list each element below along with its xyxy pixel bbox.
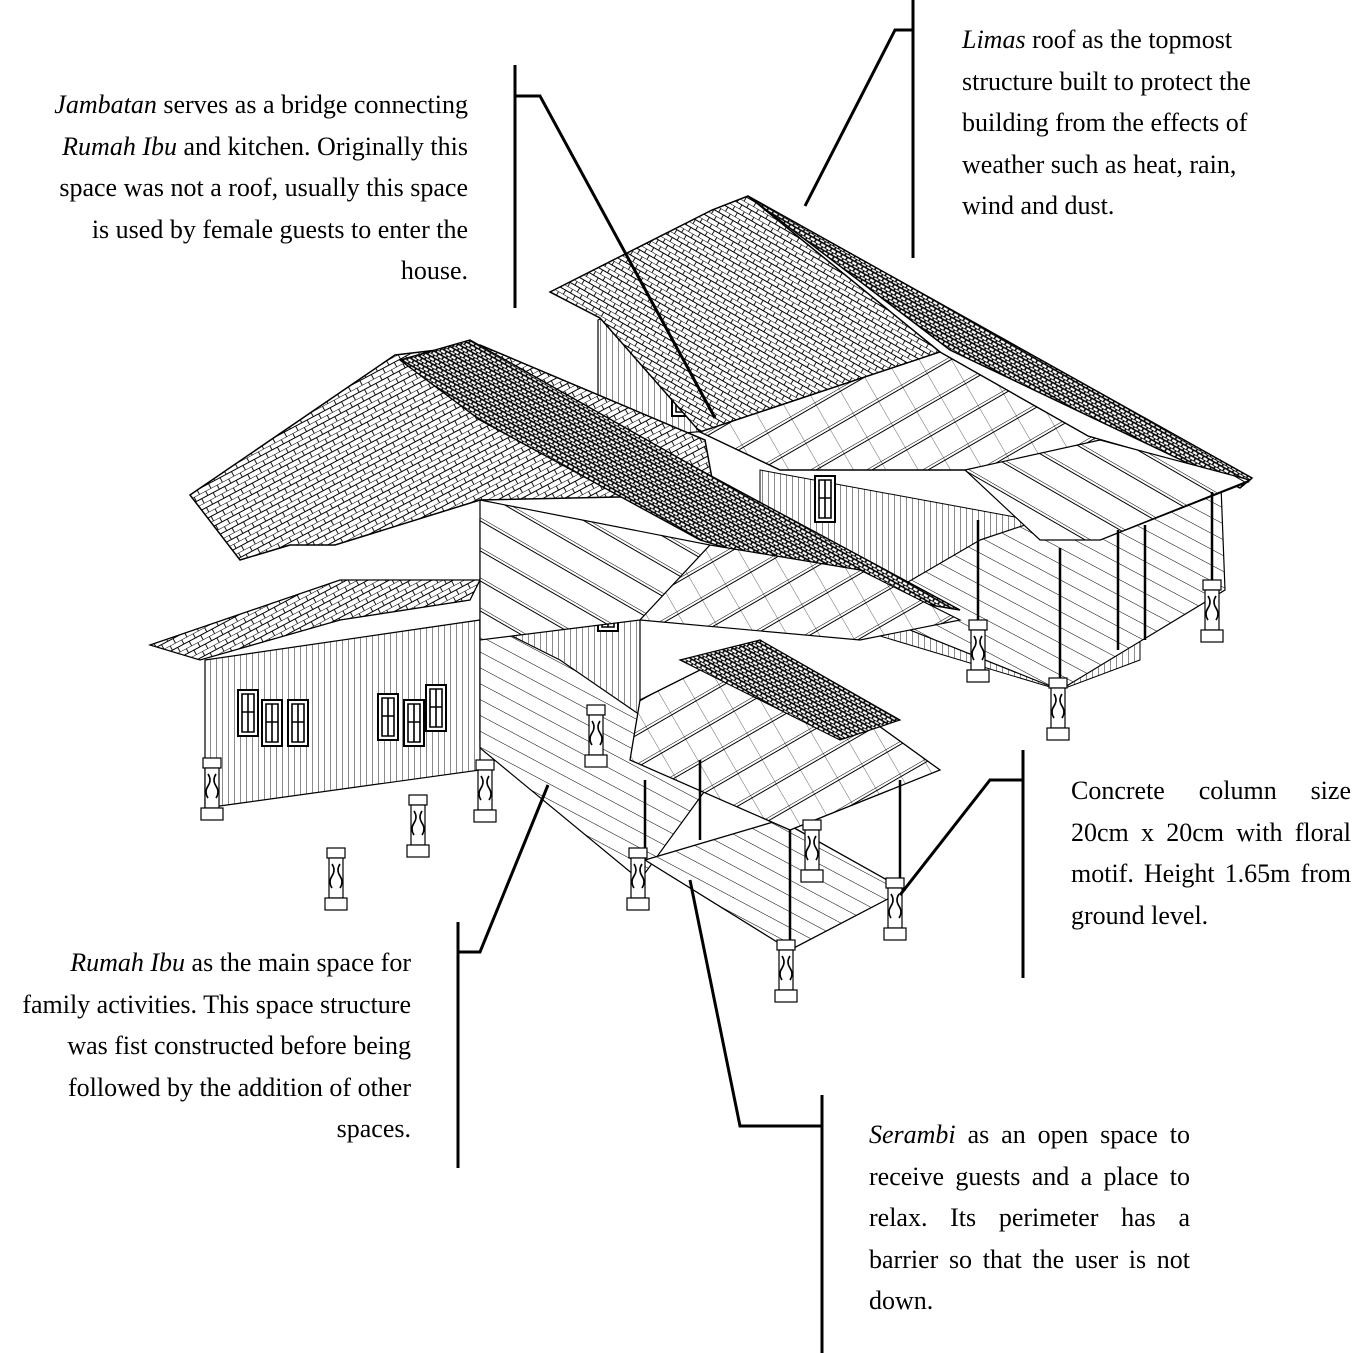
annotation-concrete-column: Concrete column size 20cm x 20cm with fl… — [1071, 776, 1351, 930]
serambi — [629, 639, 942, 951]
term-rumah-ibu-main: Rumah Ibu — [70, 948, 186, 977]
annotation-serambi: Serambi as an open space to receive gues… — [869, 1120, 1190, 1315]
annotation-jambatan: Jambatan serves as a bridge connecting R… — [54, 90, 468, 285]
annotation-rumah-ibu: Rumah Ibu as the main space for family a… — [22, 948, 411, 1143]
term-limas: Limas — [962, 25, 1026, 54]
back-building — [548, 195, 1254, 691]
annotation-limas-roof: Limas roof as the topmost structure buil… — [962, 25, 1251, 220]
term-rumah-ibu: Rumah Ibu — [62, 131, 177, 161]
leader-lines — [456, 0, 1025, 1353]
term-serambi: Serambi — [869, 1120, 956, 1149]
term-jambatan: Jambatan — [54, 90, 157, 119]
